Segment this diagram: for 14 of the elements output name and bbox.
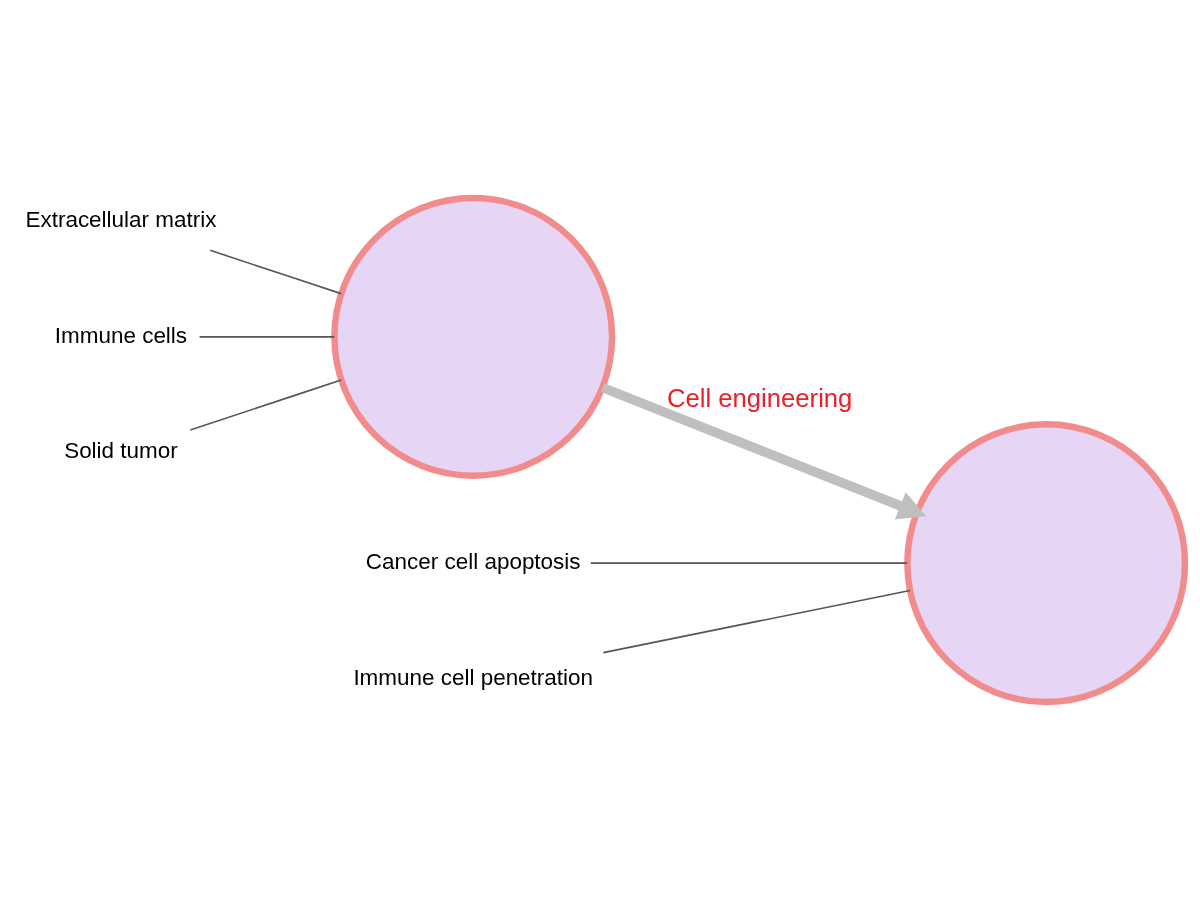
node-circle — [904, 421, 1189, 706]
node-text: Immune cells — [54, 322, 188, 348]
connector — [209, 249, 342, 295]
edge-label: Cell engineering — [666, 384, 853, 413]
node-text: Solid tumor — [64, 438, 178, 464]
node-text: Cancer cell apoptosis — [365, 549, 581, 575]
connector — [189, 379, 342, 431]
node-text: Extracellular matrix — [25, 207, 217, 233]
connector — [590, 562, 908, 564]
arrow — [600, 383, 927, 520]
node-circle — [331, 194, 616, 479]
connector — [602, 589, 911, 654]
node-text: Immune cell penetration — [353, 664, 594, 690]
connector — [198, 336, 336, 338]
